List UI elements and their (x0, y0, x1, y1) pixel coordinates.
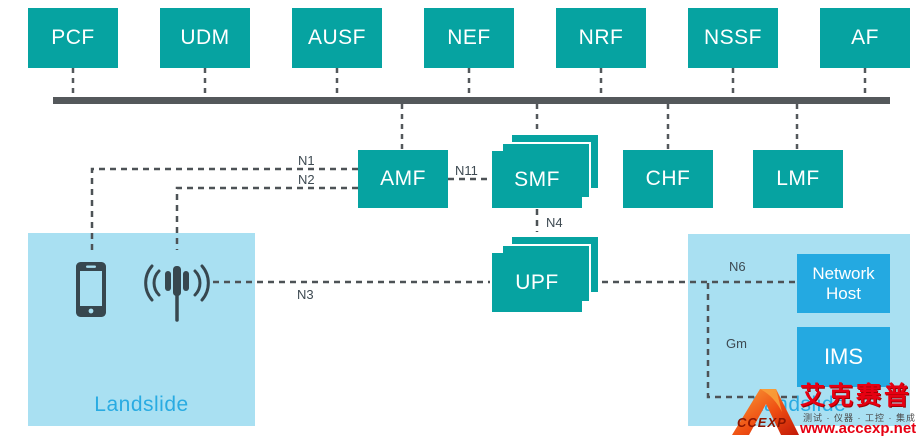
accexp-logo-icon (732, 389, 799, 435)
edge-node-ims: IMS (797, 327, 890, 387)
iface-label-n4: N4 (546, 215, 563, 230)
accexp-slogan: 测试 · 仪器 · 工控 · 集成 (803, 413, 916, 423)
nf-node-nrf: NRF (556, 8, 646, 68)
n1-link (90, 167, 358, 250)
nf-node-udm: UDM (160, 8, 250, 68)
nf-node-af: AF (820, 8, 910, 68)
region-label-landslide: Landslide (94, 393, 189, 416)
gm-link (706, 283, 797, 399)
nf-node-amf: AMF (358, 150, 448, 208)
iface-label-n1: N1 (298, 153, 315, 168)
nf-node-ausf: AUSF (292, 8, 382, 68)
accexp-url: www.accexp.net (800, 420, 917, 437)
region-landslide-left: Landslide (28, 233, 255, 426)
cell-tower-icon (144, 264, 210, 322)
iface-label-n2: N2 (298, 172, 315, 187)
accexp-brand-cn: 艾克赛普 (800, 382, 913, 410)
iface-label-n6: N6 (729, 259, 746, 274)
accexp-watermark: CCEXP 艾克赛普 测试 · 仪器 · 工控 · 集成 www.accexp.… (728, 383, 923, 437)
n2-link (175, 186, 358, 250)
nf-node-nef: NEF (424, 8, 514, 68)
iface-label-gm: Gm (726, 336, 747, 351)
edge-node-network-host: Network Host (797, 254, 890, 313)
iface-label-n11: N11 (455, 163, 478, 178)
service-bus-bar (53, 97, 890, 104)
nf-node-lmf: LMF (753, 150, 843, 208)
nf-node-chf: CHF (623, 150, 713, 208)
nf-node-nssf: NSSF (688, 8, 778, 68)
nf-node-smf: SMF (492, 151, 582, 208)
iface-label-n3: N3 (297, 287, 314, 302)
region-landslide-right: Landslide Network Host IMS (688, 234, 910, 426)
nf-node-upf: UPF (492, 253, 582, 312)
nf-node-pcf: PCF (28, 8, 118, 68)
accexp-logo-text: CCEXP (737, 415, 787, 430)
smartphone-icon (76, 262, 106, 317)
